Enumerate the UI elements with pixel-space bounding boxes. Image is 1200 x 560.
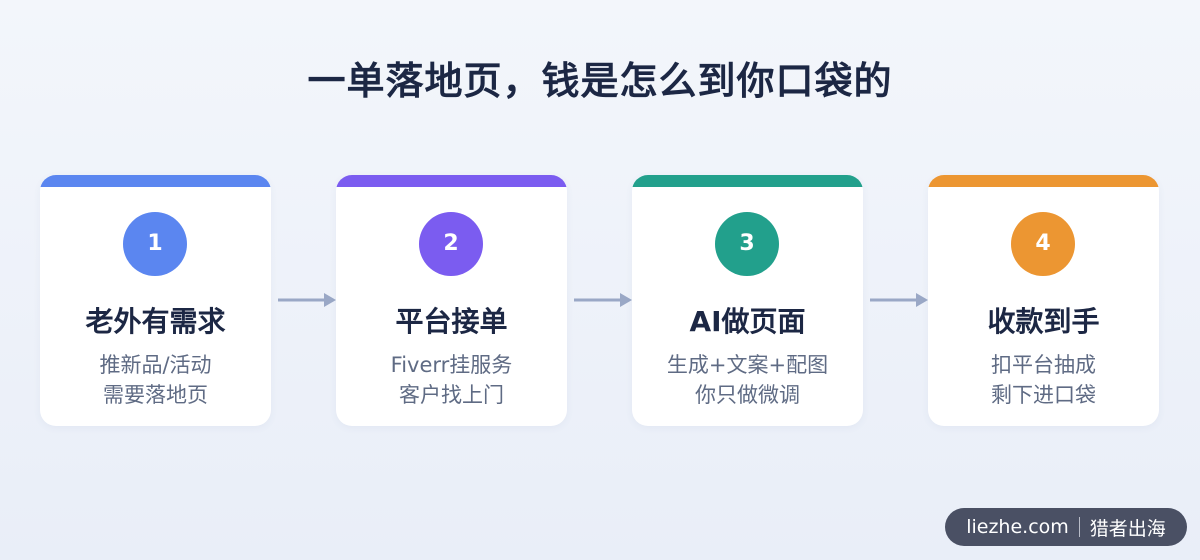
step-card-accent-bar: [928, 175, 1159, 187]
step-description-line: 推新品/活动: [99, 353, 212, 377]
step-description-line: Fiverr挂服务: [390, 353, 513, 377]
arrow-right-icon: [574, 293, 632, 307]
step-card-2: 2 平台接单 Fiverr挂服务 客户找上门: [336, 175, 567, 426]
step-title: 平台接单: [395, 305, 508, 338]
step-card-accent-bar: [40, 175, 271, 187]
watermark-site: liezhe.com: [966, 516, 1069, 538]
watermark-divider: [1078, 517, 1080, 537]
step-description-line: 需要落地页: [103, 383, 208, 407]
step-card-accent-bar: [632, 175, 863, 187]
step-description-line: 你只做微调: [695, 383, 800, 407]
step-number-badge: 2: [419, 212, 483, 276]
arrow-right-icon: [278, 293, 336, 307]
step-flow: 1 老外有需求 推新品/活动 需要落地页 2 平台接单 Fiverr挂服务 客户…: [40, 175, 1160, 427]
step-card-3: 3 AI做页面 生成+文案+配图 你只做微调: [632, 175, 863, 426]
arrow-right-icon: [870, 293, 928, 307]
step-title: 老外有需求: [85, 305, 226, 338]
step-title: 收款到手: [987, 305, 1100, 338]
step-number-badge: 1: [123, 212, 187, 276]
step-card-accent-bar: [336, 175, 567, 187]
step-description-line: 生成+文案+配图: [666, 353, 829, 377]
step-card-4: 4 收款到手 扣平台抽成 剩下进口袋: [928, 175, 1159, 426]
watermark-badge: liezhe.com 猎者出海: [945, 508, 1187, 546]
step-description-line: 扣平台抽成: [991, 353, 1096, 377]
page-title: 一单落地页，钱是怎么到你口袋的: [307, 59, 893, 103]
watermark-brand: 猎者出海: [1089, 517, 1166, 540]
step-description-line: 客户找上门: [399, 383, 504, 407]
step-title: AI做页面: [689, 305, 806, 338]
step-card-1: 1 老外有需求 推新品/活动 需要落地页: [40, 175, 271, 426]
step-number-badge: 3: [715, 212, 779, 276]
step-description-line: 剩下进口袋: [991, 383, 1096, 407]
step-number-badge: 4: [1011, 212, 1075, 276]
